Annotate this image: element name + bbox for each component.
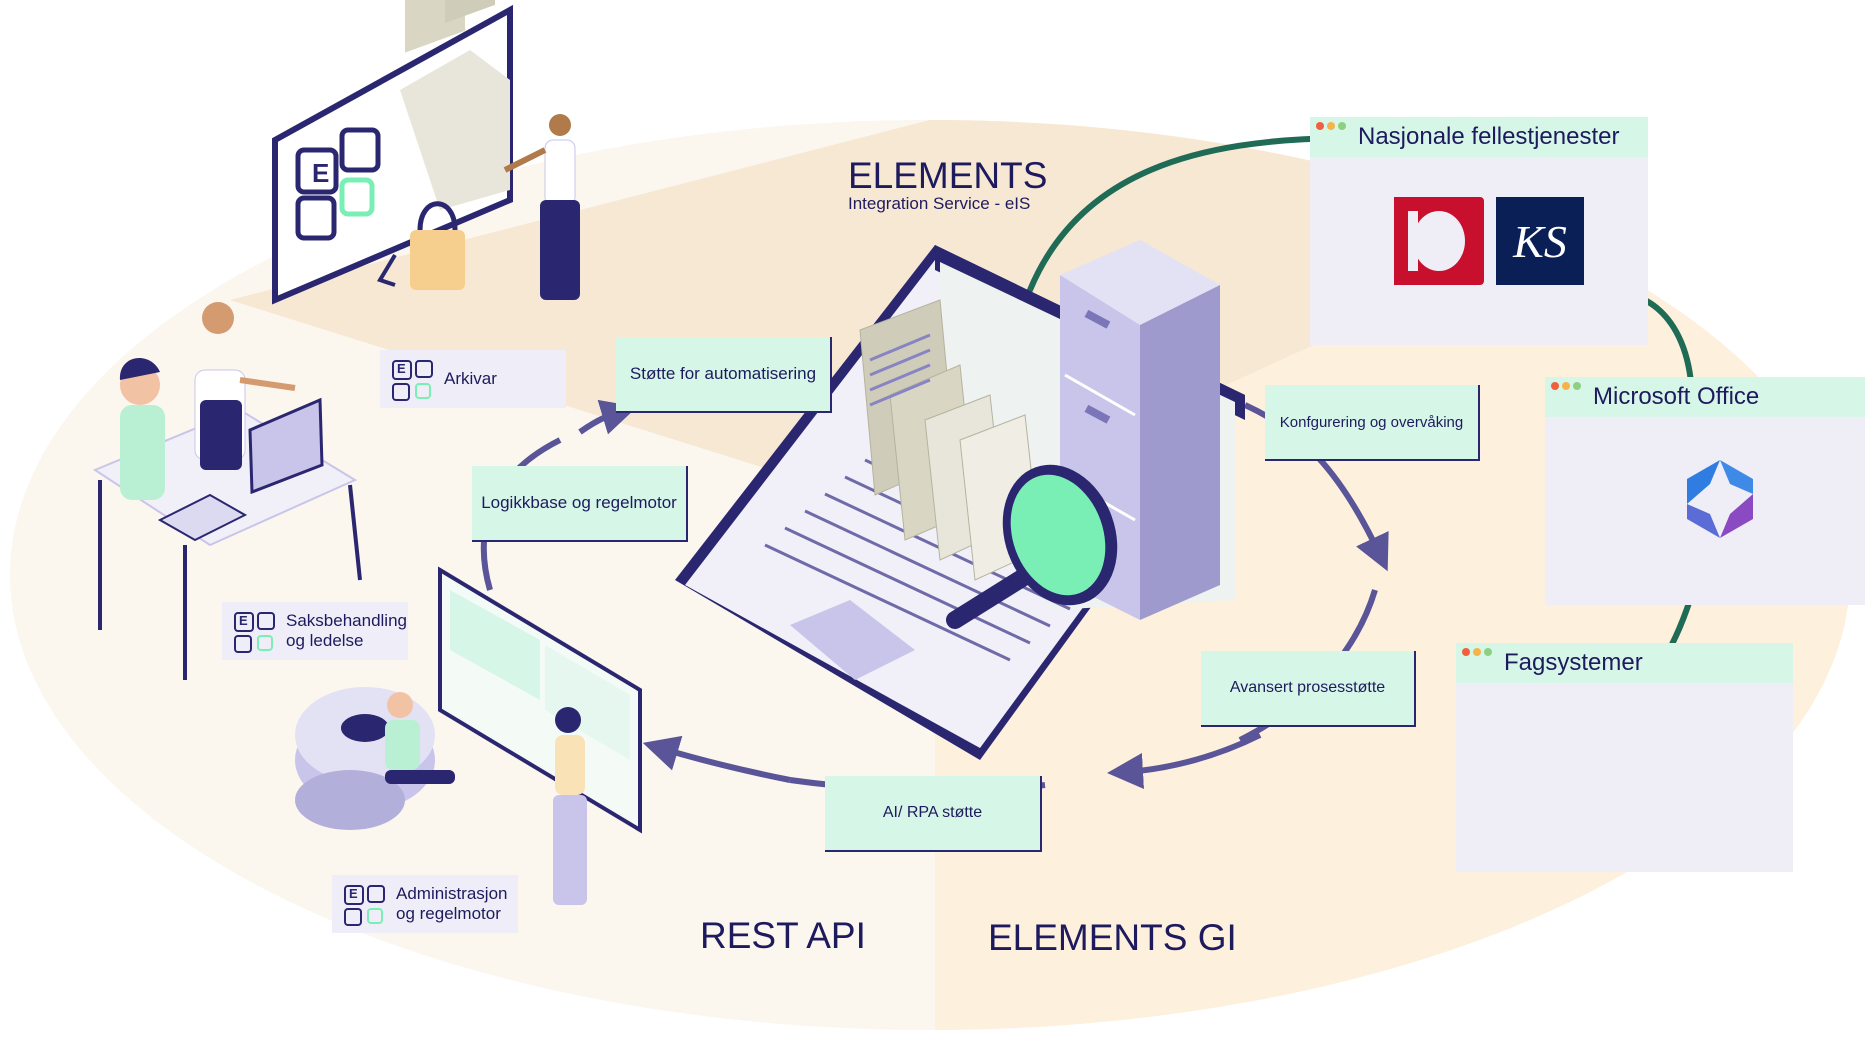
window-titlebar: Fagsystemer xyxy=(1456,643,1793,683)
digdir-logo xyxy=(1394,197,1484,285)
ks-logo-text: KS xyxy=(1513,215,1567,267)
window-titlebar: Nasjonale fellestjenester xyxy=(1310,117,1648,157)
magnifier xyxy=(946,464,1118,629)
role-caseworker: E Saksbehandling og ledelse xyxy=(222,602,408,660)
archive-monitor-illustration: E xyxy=(272,0,580,305)
logo-letter: E xyxy=(397,361,406,376)
elements-gi-label: ELEMENTS GI xyxy=(988,917,1237,958)
rest-api-label: REST API xyxy=(700,915,866,956)
central-laptop-illustration xyxy=(675,240,1245,760)
logo-letter: E xyxy=(239,613,248,628)
logo-letter: E xyxy=(349,886,358,901)
window-fagsystemer: Fagsystemer xyxy=(1456,643,1793,872)
window-title: Nasjonale fellestjenester xyxy=(1358,123,1620,150)
window-national-services: Nasjonale fellestjenester KS xyxy=(1310,117,1648,345)
svg-text:E: E xyxy=(312,158,329,188)
role-administrator-line2: og regelmotor xyxy=(396,904,501,923)
caseworker-desk-illustration xyxy=(92,302,362,680)
window-title: Fagsystemer xyxy=(1504,649,1643,676)
admin-gears-illustration xyxy=(295,566,642,905)
role-administrator-label: Administrasjon og regelmotor xyxy=(396,884,508,924)
elements-logo-icon: E xyxy=(340,879,390,929)
logic-engine-box: Logikkbase og regelmotor xyxy=(472,466,688,542)
role-caseworker-line1: Saksbehandling xyxy=(286,611,407,630)
ai-rpa-box: AI/ RPA støtte xyxy=(825,776,1042,852)
role-caseworker-line2: og ledelse xyxy=(286,631,364,650)
window-dots xyxy=(1316,122,1346,130)
elements-logo-icon: E xyxy=(388,354,438,404)
process-support-box: Avansert prosesstøtte xyxy=(1201,651,1416,727)
filing-cabinet xyxy=(1060,240,1220,620)
automation-box: Støtte for automatisering xyxy=(616,337,832,413)
microsoft365-icon xyxy=(1687,460,1753,538)
role-archivist: E Arkivar xyxy=(380,350,566,408)
window-dots xyxy=(1551,382,1581,390)
window-titlebar: Microsoft Office xyxy=(1545,377,1865,417)
page-subtitle: Integration Service - eIS xyxy=(848,194,1031,213)
role-administrator: E Administrasjon og regelmotor xyxy=(332,875,518,933)
ks-logo: KS xyxy=(1496,197,1584,285)
elements-logo-icon: E xyxy=(230,606,280,656)
window-dots xyxy=(1462,648,1492,656)
role-caseworker-label: Saksbehandling og ledelse xyxy=(286,611,407,651)
configuration-box: Konfgurering og overvåking xyxy=(1265,385,1480,461)
page-title: ELEMENTS xyxy=(848,155,1048,196)
role-administrator-line1: Administrasjon xyxy=(396,884,508,903)
window-microsoft-office: Microsoft Office xyxy=(1545,377,1865,605)
role-archivist-label: Arkivar xyxy=(444,369,497,388)
window-title: Microsoft Office xyxy=(1593,383,1760,410)
